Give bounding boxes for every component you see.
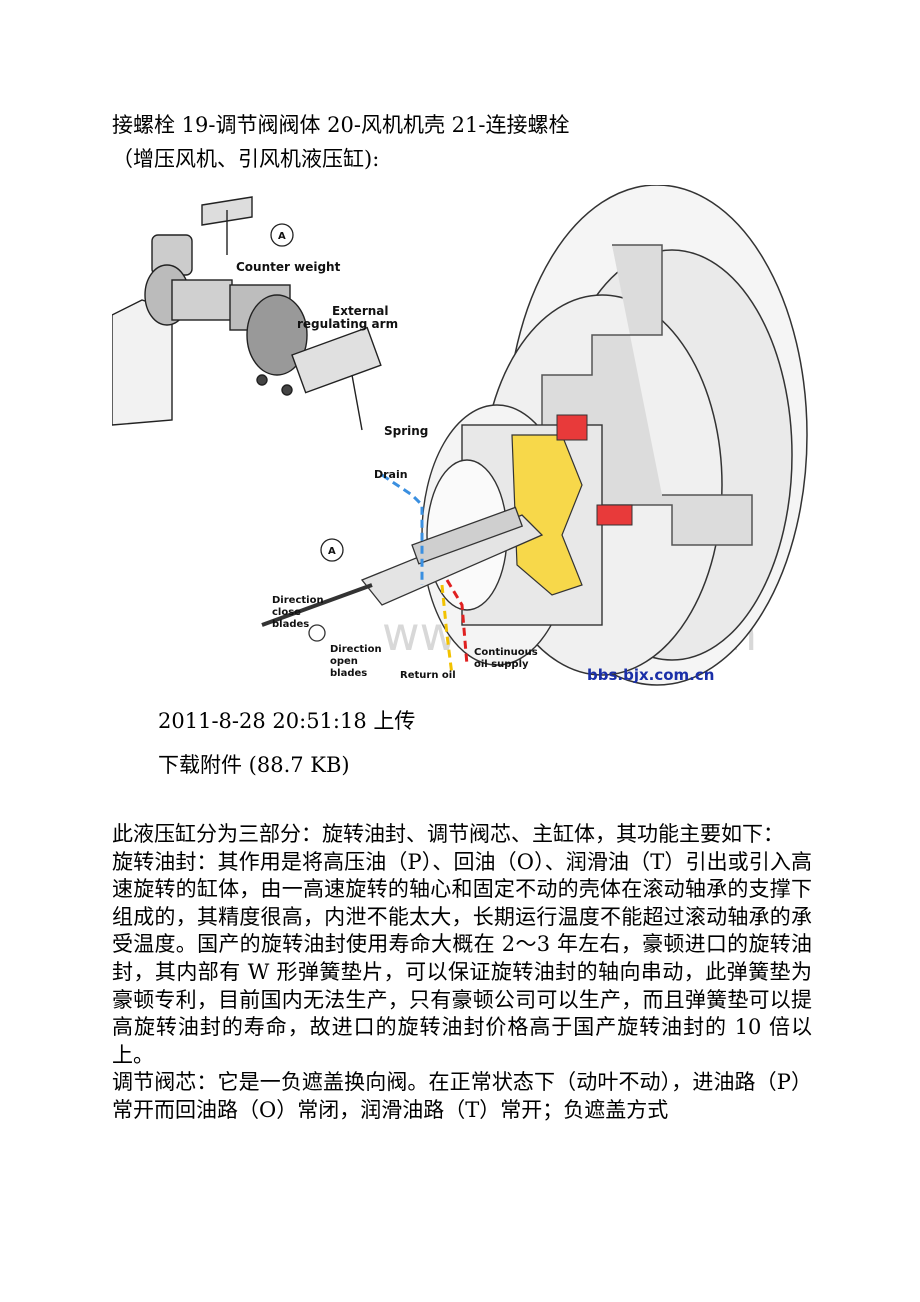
- return-oil-line: [440, 584, 454, 676]
- hydraulic-cylinder-diagram: www.bdocx.com: [112, 185, 808, 686]
- header-line-2: （增压风机、引风机液压缸):: [112, 147, 380, 171]
- label-spring: Spring: [384, 424, 428, 438]
- counter-weight-assembly: [112, 196, 382, 431]
- marker-a-bottom: [320, 538, 344, 562]
- red-chamber-upper: [556, 414, 588, 441]
- label-direction-open-1: Direction: [330, 644, 382, 655]
- download-attachment-link[interactable]: 下载附件 (88.7 KB): [158, 753, 350, 777]
- marker-a-top-label: A: [278, 231, 286, 242]
- red-chamber-lower: [596, 504, 633, 526]
- paragraph-overview: 此液压缸分为三部分：旋转油封、调节阀芯、主缸体，其功能主要如下：: [112, 822, 784, 846]
- body-text: 此液压缸分为三部分：旋转油封、调节阀芯、主缸体，其功能主要如下： 旋转油封：其作…: [112, 821, 812, 1125]
- upload-time: 2011-8-28 20:51:18 上传: [158, 709, 416, 733]
- label-external-1: External: [332, 304, 388, 318]
- rotating-oil-seal: [511, 434, 583, 596]
- site-credit: bbs.bjx.com.cn: [587, 666, 714, 684]
- header-line-1: 接螺栓 19-调节阀阀体 20-风机机壳 21-连接螺栓: [112, 113, 570, 137]
- label-direction-close-3: blades: [272, 619, 309, 630]
- label-continuous-1: Continuous: [474, 647, 538, 658]
- paragraph-rotary-seal: 旋转油封：其作用是将高压油（P）、回油（O）、润滑油（T）引出或引入高速旋转的缸…: [112, 849, 812, 1067]
- label-external-2: regulating arm: [297, 317, 398, 331]
- paragraph-regulating-valve: 调节阀芯：它是一负遮盖换向阀。在正常状态下（动叶不动），进油路（P）常开而回油路…: [112, 1070, 812, 1122]
- label-continuous-2: oil supply: [474, 659, 529, 670]
- label-return-oil: Return oil: [400, 670, 456, 681]
- drain-line: [381, 473, 424, 585]
- regulating-arm: [261, 506, 544, 642]
- label-direction-open-3: blades: [330, 668, 367, 679]
- label-counter-weight: Counter weight: [236, 260, 341, 274]
- marker-a-top: [270, 223, 294, 247]
- label-direction-open-2: open: [330, 656, 358, 667]
- label-direction-close-2: close: [272, 607, 301, 618]
- supply-oil-line: [445, 579, 469, 666]
- marker-a-bottom-label: A: [328, 546, 336, 557]
- label-direction-close-1: Direction: [272, 595, 324, 606]
- label-drain: Drain: [374, 468, 408, 481]
